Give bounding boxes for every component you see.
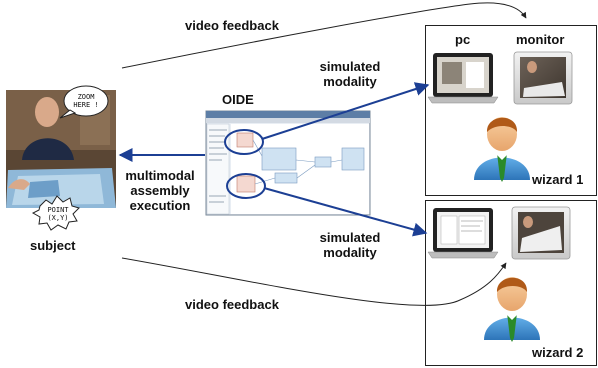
oide-label: OIDE [222,92,254,107]
multimodal-execution-line-2: assembly [130,183,190,198]
wizard-1-label: wizard 1 [532,172,584,187]
zoom-here-text: ZOOM HERE ! [66,93,106,109]
simulated-modality-bottom-label: simulated modality [312,230,388,260]
pc-laptop-2 [427,208,499,259]
simulated-modality-bottom-line-2: modality [323,245,377,260]
video-feedback-top-label: video feedback [185,18,279,33]
zoom-here-line-1: ZOOM [77,93,95,101]
simulated-modality-bottom-arrow [263,187,428,237]
oide-highlight-bottom [226,173,266,199]
subject-label: subject [30,238,76,253]
oide-screenshot [205,110,371,216]
pc-laptop-1 [427,53,499,104]
point-line-2: (X,Y) [47,214,69,222]
monitor-1 [513,51,573,105]
video-feedback-bottom-label: video feedback [185,297,279,312]
zoom-here-line-2: HERE ! [73,101,99,109]
multimodal-execution-label: multimodal assembly execution [118,168,202,213]
point-bubble [31,195,80,231]
multimodal-execution-line-1: multimodal [125,168,195,183]
point-line-1: POINT [47,206,69,214]
monitor-2 [511,206,571,260]
wizard-1-figure [474,117,530,182]
zoom-here-bubble [59,85,109,119]
oide-highlight-top [224,129,264,155]
multimodal-execution-line-3: execution [129,198,191,213]
video-feedback-bottom-arrow [121,257,507,306]
simulated-modality-bottom-line-1: simulated [319,230,381,245]
video-feedback-top-arrow [121,2,527,69]
point-text: POINT (X,Y) [38,206,78,222]
simulated-modality-top-line-2: modality [323,74,377,89]
simulated-modality-top-label: simulated modality [312,59,388,89]
pc-label: pc [455,32,471,47]
simulated-modality-top-line-1: simulated [319,59,381,74]
wizard-2-label: wizard 2 [532,345,584,360]
monitor-label: monitor [516,32,565,47]
wizard-2-figure [484,277,540,342]
simulated-modality-top-arrow [261,82,430,140]
